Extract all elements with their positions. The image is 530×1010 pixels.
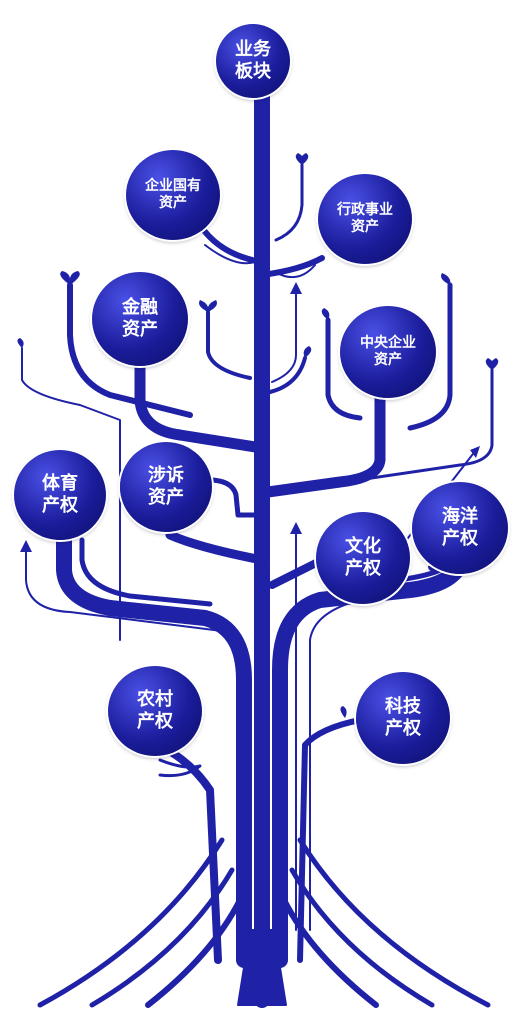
leaf-11: [17, 338, 24, 348]
root-left-1: [145, 897, 243, 1008]
twig-right-long: [288, 368, 494, 492]
branch-rural-vine: [158, 758, 202, 778]
node-marine-line2: 产权: [442, 528, 478, 549]
node-culture-line2: 产权: [345, 558, 381, 579]
node-culture-line1: 文化: [345, 535, 381, 557]
node-central: 中央企业 资产: [340, 306, 436, 398]
leaf-8: [321, 308, 330, 320]
node-central-line1: 中央企业: [360, 334, 416, 351]
node-litigation: 涉诉 资产: [120, 442, 212, 532]
node-root-line2: 板块: [235, 61, 271, 82]
root-right-1: [281, 897, 379, 1008]
node-admin-line1: 行政事业: [337, 201, 393, 218]
arrow-head-right: [470, 446, 480, 458]
node-marine-line1: 海洋: [442, 505, 478, 527]
branch-marine: [272, 557, 468, 968]
node-admin-line2: 资产: [351, 219, 379, 235]
node-root-line1: 业务: [235, 38, 271, 60]
branch-tech: [297, 717, 363, 963]
branch-soe: [197, 222, 265, 265]
arrow-head-center: [290, 282, 302, 294]
twig-left-mid: [206, 310, 252, 380]
node-rural-line2: 产权: [137, 711, 173, 732]
node-tech: 科技 产权: [356, 672, 450, 764]
leaf-4: [207, 300, 217, 312]
node-sports-line2: 产权: [42, 495, 78, 516]
arrow-left-long: [21, 347, 121, 641]
root-left-3: [37, 837, 225, 1008]
arrow-head-culture: [290, 522, 302, 534]
node-finance: 金融 资产: [92, 272, 188, 366]
branch-finance-outer: [67, 282, 193, 418]
leaf-10: [490, 358, 499, 370]
branch-central: [262, 374, 386, 498]
node-tech-line1: 科技: [385, 695, 421, 717]
node-marine: 海洋 产权: [412, 482, 508, 574]
node-central-line2: 资产: [374, 352, 402, 368]
branch-central-outer: [407, 282, 453, 431]
branch-soe-vine: [204, 244, 256, 265]
leaf-3: [199, 300, 209, 312]
node-culture: 文化 产权: [316, 512, 410, 604]
branch-admin: [259, 255, 325, 278]
leaf-13: [340, 706, 347, 718]
leaf-2: [69, 271, 80, 285]
root-right-3: [297, 837, 491, 1008]
node-sports-line1: 体育: [42, 472, 78, 494]
node-tech-line2: 产权: [385, 718, 421, 739]
leaf-12: [303, 346, 312, 358]
node-soe-line1: 企业国有: [145, 177, 201, 194]
leaf-1: [60, 271, 71, 285]
arrow-left-thin: [25, 549, 231, 633]
arrow-center-right: [271, 289, 297, 383]
node-admin: 行政事业 资产: [318, 174, 412, 264]
branch-central-inner: [325, 317, 363, 421]
leaf-6: [300, 153, 309, 165]
branch-admin-vine: [274, 264, 316, 279]
node-soe: 企业国有 资产: [126, 150, 220, 240]
node-litigation-line2: 资产: [148, 487, 184, 508]
node-soe-line2: 资产: [159, 195, 187, 211]
branch-sports: [56, 522, 252, 968]
node-finance-line1: 金融: [122, 296, 158, 318]
twig-right-top: [274, 163, 304, 242]
branch-litigation: [165, 530, 267, 565]
node-finance-line2: 资产: [122, 319, 158, 340]
twig-right-mid: [268, 356, 307, 394]
root-left-2: [89, 867, 235, 1008]
node-rural-line1: 农村: [137, 688, 173, 710]
arrow-head-left: [20, 540, 32, 552]
node-rural: 农村 产权: [108, 666, 202, 756]
leaf-7: [441, 273, 451, 285]
node-sports: 体育 产权: [14, 450, 106, 540]
node-litigation-line1: 涉诉: [148, 464, 184, 486]
branch-sports-inner: [79, 537, 213, 607]
node-root: 业务 板块: [216, 24, 290, 98]
root-right-2: [289, 867, 435, 1008]
